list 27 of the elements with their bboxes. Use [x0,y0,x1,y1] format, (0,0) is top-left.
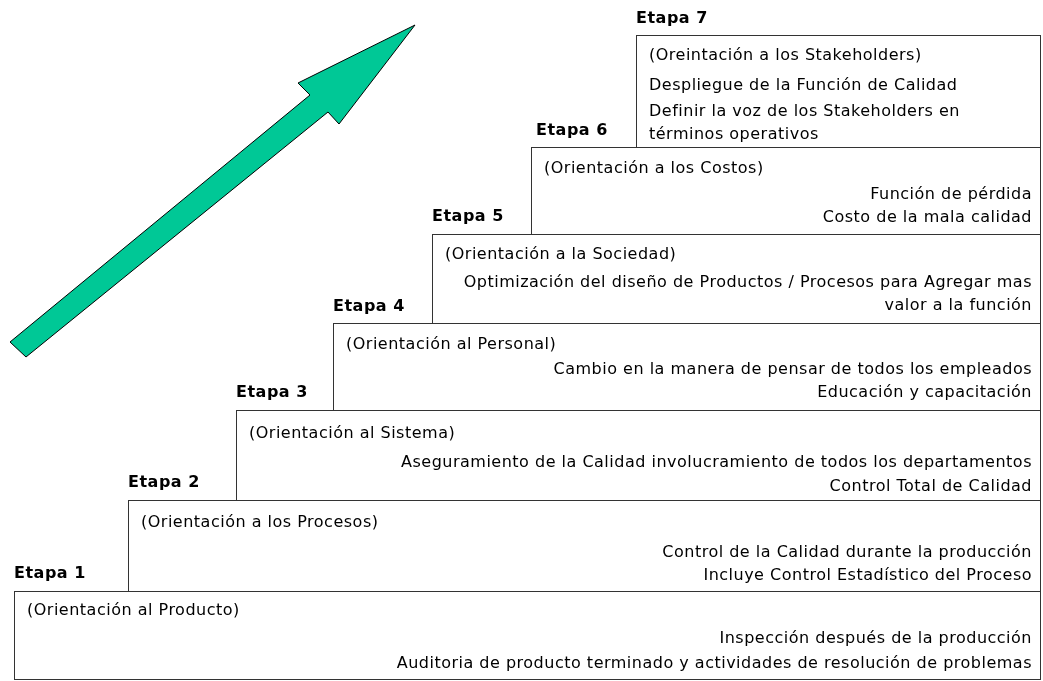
orientation-label: (Orientación al Personal) [346,333,557,355]
stage-heading: Etapa 7 [636,8,708,27]
stage-description: Definir la voz de los Stakeholders en términos operativos [649,100,961,145]
stage-description: Control Total de Calidad [829,475,1032,497]
orientation-label: (Orientación a los Costos) [544,157,764,179]
stage-heading: Etapa 5 [432,206,504,225]
stage-description: Cambio en la manera de pensar de todos los empleados [553,358,1032,380]
stage-heading: Etapa 3 [236,382,308,401]
stage-heading: Etapa 6 [536,120,608,139]
orientation-label: (Orientación a la Sociedad) [445,243,677,265]
stage-description: Educación y capacitación [817,381,1032,403]
stage-heading: Etapa 1 [14,563,86,582]
stage-description: Aseguramiento de la Calidad involucramiento de todos los departamentos [401,451,1032,473]
stage-description: Inspección después de la producción [719,627,1032,649]
stage-description: Costo de la mala calidad [822,206,1032,228]
orientation-label: (Orientación al Sistema) [249,422,456,444]
orientation-label: (Orientación a los Procesos) [141,511,379,533]
stage-description: Optimización del diseño de Productos / Procesos para Agregar mas valor a la función [462,271,1032,316]
stage-description: Función de pérdida [870,183,1032,205]
orientation-label: (Orientación al Producto) [27,599,240,621]
stage-description: Auditoria de producto terminado y actividades de resolución de problemas [396,652,1032,674]
stage-description: Despliegue de la Función de Calidad [649,74,958,96]
stage-heading: Etapa 2 [128,472,200,491]
stage-description: Control de la Calidad durante la producción [662,541,1032,563]
stage-heading: Etapa 4 [333,296,405,315]
stage-description: Incluye Control Estadístico del Proceso [703,564,1032,586]
orientation-label: (Oreintación a los Stakeholders) [649,44,922,66]
